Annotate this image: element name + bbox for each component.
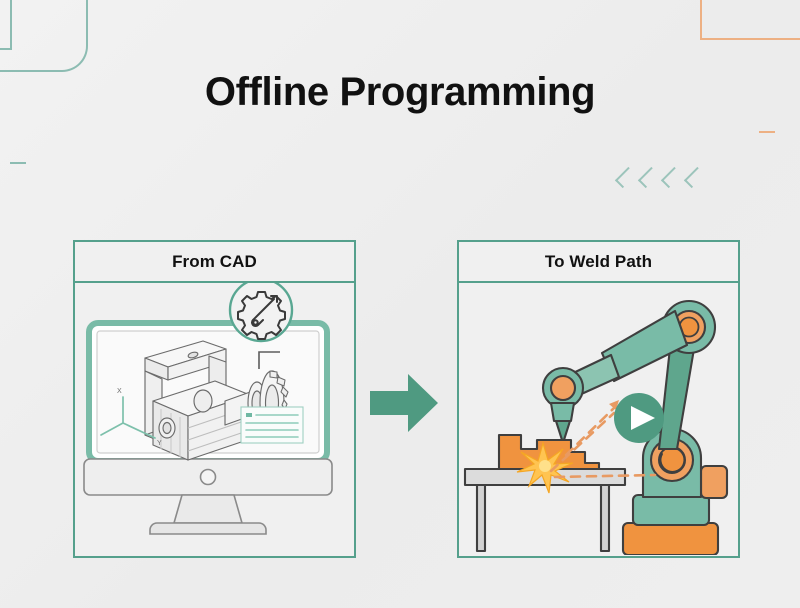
corner-decoration-top-right: [700, 0, 800, 40]
corner-decoration-top-left-square: [0, 0, 12, 50]
panel-to-weld-path-header: To Weld Path: [459, 242, 738, 283]
info-lines-panel: [240, 406, 304, 444]
chevron-decoration-group: [614, 166, 706, 189]
play-icon: [614, 393, 664, 443]
panel-to-weld-path: To Weld Path .ol { stroke:#3f3f3f; strok…: [457, 240, 740, 558]
transition-arrow: [368, 368, 440, 438]
weld-spark-icon: [516, 440, 574, 494]
badge-connector-line: [258, 351, 280, 369]
robot-base-graphic: [621, 464, 729, 555]
cad-illustration: X Y: [75, 283, 354, 556]
dash-decoration-right: [759, 131, 775, 133]
workpiece-graphic: [497, 433, 601, 471]
panel-from-cad: From CAD: [73, 240, 356, 558]
dash-decoration-left: [10, 162, 26, 164]
weld-path-lines: [549, 406, 657, 479]
chevron-left-icon: [614, 166, 637, 189]
chevron-left-icon: [637, 166, 660, 189]
svg-text:Y: Y: [157, 440, 162, 447]
corner-decoration-top-left-rounded: [0, 0, 88, 72]
panel-from-cad-header: From CAD: [75, 242, 354, 283]
gear-wrench-icon: [228, 283, 294, 343]
robot-wrist-joint-graphic: [541, 366, 585, 410]
svg-text:X: X: [117, 388, 122, 395]
cad-model-graphic: [144, 340, 289, 461]
robot-illustration: .ol { stroke:#3f3f3f; stroke-width:2.1; …: [459, 283, 738, 556]
robot-shoulder-graphic: [641, 428, 703, 499]
chevron-left-icon: [660, 166, 683, 189]
page-title: Offline Programming: [204, 70, 596, 114]
coordinate-axis-icon: X Y: [100, 388, 162, 447]
chevron-left-icon: [683, 166, 706, 189]
